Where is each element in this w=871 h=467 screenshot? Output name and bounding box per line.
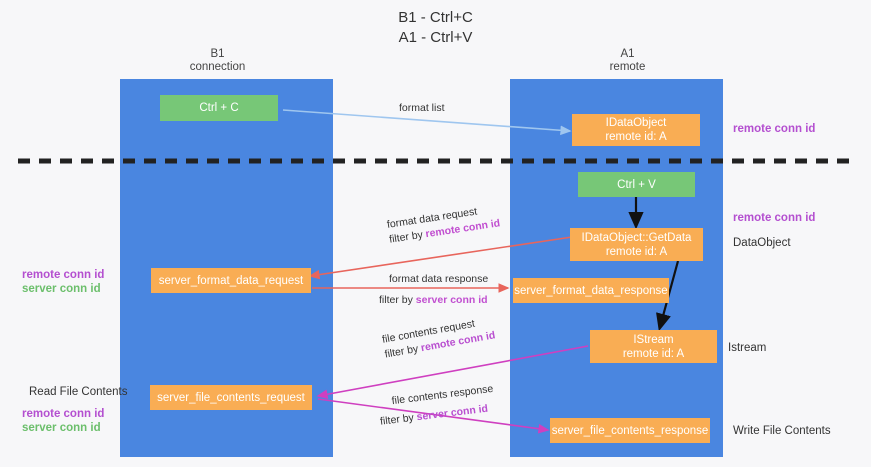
node-idataobject-line2: remote id: A — [605, 131, 667, 143]
node-ctrl-v-label: Ctrl + V — [617, 178, 656, 191]
edge-label-file-contents-request: file contents request filter by remote c… — [381, 314, 497, 363]
node-server-file-contents-response-label: server_file_contents_response — [551, 424, 709, 437]
node-server-format-data-request-label: server_format_data_request — [158, 274, 304, 287]
node-idataobject-line1: IDataObject — [605, 117, 667, 129]
node-ctrl-c[interactable]: Ctrl + C — [160, 95, 278, 121]
edge-label-file-contents-response: file contents response filter by server … — [377, 382, 496, 430]
node-ctrl-c-label: Ctrl + C — [199, 102, 239, 114]
annotation-istream: Istream — [728, 342, 767, 354]
edge-label-format-list: format list — [399, 101, 445, 116]
lane-b1-sub: connection — [189, 61, 246, 73]
edge-format-data-response-line1: format data response — [389, 273, 489, 285]
node-server-format-data-response[interactable]: server_format_data_response — [513, 278, 669, 303]
node-getdata-line2: remote id: A — [605, 245, 668, 258]
lane-header-a1: A1 remote — [545, 48, 710, 74]
title-line-2: A1 - Ctrl+V — [398, 29, 473, 46]
edge-file-contents-response-filter-prefix: filter by — [379, 411, 418, 428]
lane-a1-sub: remote — [609, 61, 646, 73]
node-getdata-line1: IDataObject::GetData — [581, 231, 692, 244]
node-server-format-data-request[interactable]: server_format_data_request — [151, 268, 311, 293]
edge-format-data-request-filter-prefix: filter by — [388, 228, 427, 246]
node-server-file-contents-request[interactable]: server_file_contents_request — [150, 385, 312, 410]
edge-format-data-response-filter-prefix: filter by — [379, 294, 416, 306]
node-server-file-contents-request-label: server_file_contents_request — [157, 391, 305, 404]
node-idataobject[interactable]: IDataObject remote id: A — [572, 114, 700, 146]
edge-label-format-data-response: format data response filter by server co… — [379, 272, 488, 308]
edge-label-format-list-text: format list — [399, 102, 445, 114]
annotation-left-server-conn-id-bottom: server conn id — [22, 422, 101, 434]
node-server-format-data-response-label: server_format_data_response — [514, 284, 668, 297]
annotation-remote-conn-id-top: remote conn id — [733, 123, 816, 135]
annotation-remote-conn-id-mid: remote conn id — [733, 212, 816, 224]
edge-format-data-response-filter-key: server conn id — [415, 294, 488, 306]
annotation-read-file-contents: Read File Contents — [29, 386, 128, 398]
annotation-left-remote-conn-id-mid: remote conn id — [22, 269, 105, 281]
node-ctrl-v[interactable]: Ctrl + V — [578, 172, 695, 197]
annotation-left-server-conn-id-mid: server conn id — [22, 283, 101, 295]
node-server-file-contents-response[interactable]: server_file_contents_response — [550, 418, 710, 443]
annotation-dataobject: DataObject — [733, 237, 791, 249]
title-line-1: B1 - Ctrl+C — [398, 9, 473, 26]
node-istream-line1: IStream — [633, 333, 674, 346]
node-istream-line2: remote id: A — [622, 347, 685, 360]
lane-a1-name: A1 — [620, 48, 635, 60]
lane-b1-name: B1 — [210, 48, 225, 60]
lane-header-b1: B1 connection — [145, 48, 290, 74]
page-title: B1 - Ctrl+C A1 - Ctrl+V — [0, 8, 871, 48]
edge-label-format-data-request: format data request filter by remote con… — [386, 201, 501, 247]
edge-format-data-response-line2: filter by server conn id — [379, 293, 488, 308]
node-getdata[interactable]: IDataObject::GetData remote id: A — [570, 228, 703, 261]
annotation-left-remote-conn-id-bottom: remote conn id — [22, 408, 105, 420]
node-istream[interactable]: IStream remote id: A — [590, 330, 717, 363]
annotation-write-file-contents: Write File Contents — [733, 425, 831, 437]
edge-file-contents-response-filter-key: server conn id — [415, 402, 489, 424]
